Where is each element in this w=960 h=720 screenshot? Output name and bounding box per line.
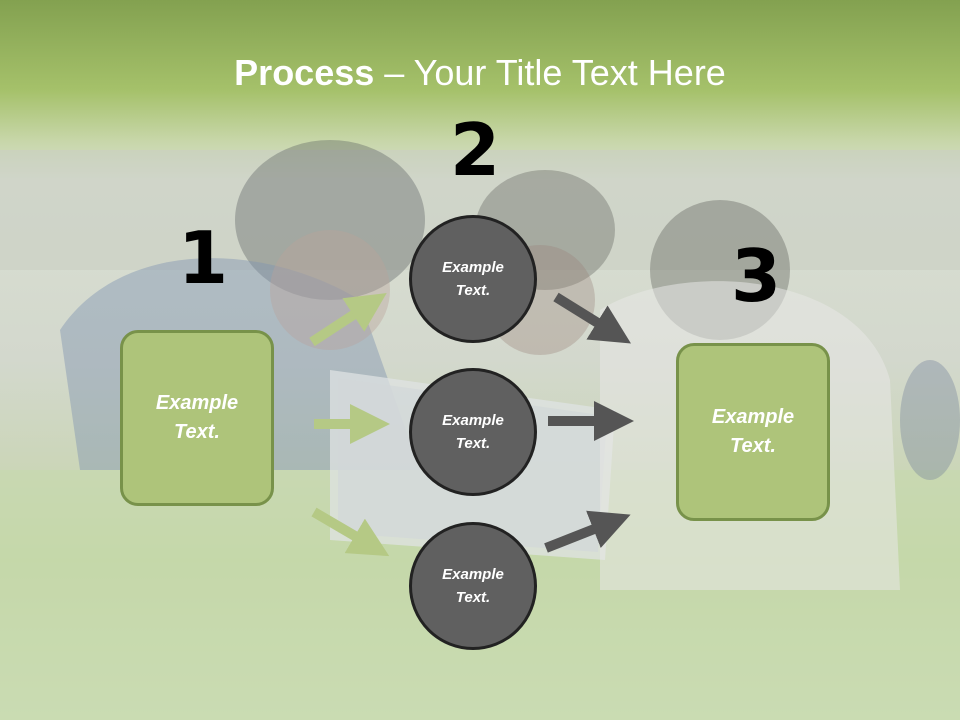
step-3-text: Example Text. xyxy=(711,406,795,457)
step-1-number: 1 xyxy=(178,216,229,300)
middle-circle-center-text: Example Text. xyxy=(442,412,504,452)
arrow-top-to-3 xyxy=(553,292,631,344)
step-1-text: Example Text. xyxy=(155,392,239,443)
middle-circle-bottom: Example Text. xyxy=(409,522,537,650)
step-3-box: Example Text. xyxy=(676,343,830,521)
arrow-bottom-to-3 xyxy=(544,510,631,553)
middle-circle-bottom-text: Example Text. xyxy=(442,566,504,606)
step-1-box: Example Text. xyxy=(120,330,274,506)
slide-title: Process – Your Title Text Here xyxy=(0,52,960,94)
middle-circle-center: Example Text. xyxy=(409,368,537,496)
title-bold: Process xyxy=(234,52,375,93)
title-rest: – Your Title Text Here xyxy=(374,52,726,93)
middle-circle-top: Example Text. xyxy=(409,215,537,343)
step-2-number: 2 xyxy=(450,108,501,192)
arrow-1-to-bottom xyxy=(311,507,390,557)
arrow-1-to-top xyxy=(309,293,387,347)
step-3-number: 3 xyxy=(731,234,782,318)
middle-circle-top-text: Example Text. xyxy=(442,259,504,299)
